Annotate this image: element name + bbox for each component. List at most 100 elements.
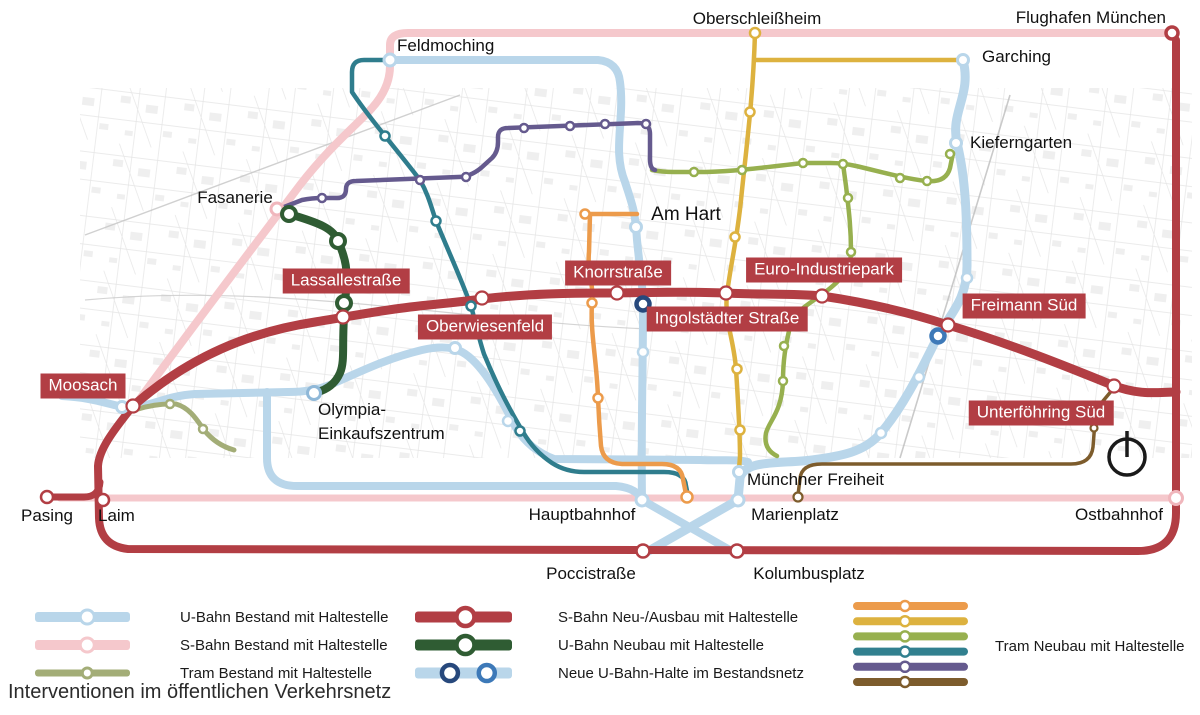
station-marker [636, 345, 650, 359]
station-marker [95, 492, 111, 508]
transit-line-u-bahn-bestand-u1-west [263, 388, 646, 504]
station-markers [39, 25, 1184, 559]
legend-swatch [35, 636, 130, 654]
station-marker [729, 543, 745, 559]
station-marker [460, 171, 472, 183]
legend-swatch [415, 605, 512, 629]
station-marker [960, 271, 974, 285]
station-marker [956, 53, 970, 67]
station-marker [929, 327, 947, 345]
station-marker [635, 543, 651, 559]
station-marker [730, 492, 746, 508]
legend-label-neue-u-bahn-halte-im-bestandsnetz: Neue U-Bahn-Halte im Bestandsnetz [558, 664, 804, 682]
station-marker [814, 288, 830, 304]
station-marker [197, 423, 209, 435]
station-marker [335, 309, 351, 325]
station-marker [306, 385, 322, 401]
station-marker [414, 174, 426, 186]
legend-label-u-bahn-bestand-mit-haltestelle: U-Bahn Bestand mit Haltestelle [180, 608, 389, 626]
legend-label-s-bahn-bestand-mit-haltestelle: S-Bahn Bestand mit Haltestelle [180, 636, 388, 654]
legend-label-tram-bestand-mit-haltestelle: Tram Bestand mit Haltestelle [180, 664, 373, 682]
legend-item: S-Bahn Neu-/Ausbau mit Haltestelle [415, 604, 798, 630]
legend-swatch [415, 662, 512, 684]
station-marker [940, 317, 956, 333]
station-marker [634, 492, 650, 508]
station-marker [842, 192, 854, 204]
station-marker [949, 136, 963, 150]
transit-line-s-bahn-neubau-ring [94, 36, 1180, 555]
legend-item: S-Bahn Bestand mit Haltestelle [35, 632, 388, 658]
station-marker [586, 297, 598, 309]
station-marker [731, 363, 743, 375]
legend-item: U-Bahn Bestand mit Haltestelle [35, 604, 388, 630]
legend-swatch-tram-colors [853, 599, 968, 689]
station-marker [448, 341, 462, 355]
station-marker [592, 392, 604, 404]
legend-item: Tram Bestand mit Haltestelle [35, 660, 372, 686]
transit-line-tram-bestand [135, 401, 237, 453]
station-marker [329, 232, 347, 250]
station-marker [1164, 25, 1180, 41]
legend-item: U-Bahn Neubau mit Haltestelle [415, 632, 764, 658]
legend-label-s-bahn-neu-ausbau-mit-haltestelle: S-Bahn Neu-/Ausbau mit Haltestelle [558, 608, 799, 626]
station-marker [845, 246, 857, 258]
station-marker [797, 157, 809, 169]
station-marker [501, 414, 515, 428]
page-title: Interventionen im öffentlichen Verkehrsn… [8, 681, 392, 703]
station-marker [736, 164, 748, 176]
station-marker [837, 158, 849, 170]
station-marker [1106, 378, 1122, 394]
legend-swatch [35, 666, 130, 680]
station-marker [465, 300, 477, 312]
station-marker [744, 106, 756, 118]
station-marker [335, 294, 353, 312]
station-marker [379, 130, 391, 142]
station-marker [874, 426, 888, 440]
station-marker [39, 489, 55, 505]
map-background [80, 88, 1192, 459]
station-marker [430, 215, 442, 227]
station-marker [748, 26, 762, 40]
station-marker [912, 370, 926, 384]
station-marker [1168, 490, 1184, 506]
station-marker [777, 375, 789, 387]
station-marker [734, 424, 746, 436]
station-marker [680, 490, 694, 504]
station-marker [634, 295, 652, 313]
station-marker [564, 120, 576, 132]
clock-icon [1107, 431, 1147, 477]
station-marker [280, 205, 298, 223]
transit-line-u-bahn-bestand-x [638, 496, 739, 557]
station-marker [729, 231, 741, 243]
station-marker [609, 285, 625, 301]
station-marker [629, 220, 643, 234]
station-marker [474, 290, 490, 306]
station-marker [1089, 423, 1099, 433]
transit-line-s-bahn-neubau-nord [128, 287, 1181, 411]
station-marker [514, 425, 526, 437]
legend-swatch [35, 608, 130, 626]
transit-line-u-bahn-bestand-u2 [386, 56, 647, 504]
station-marker [944, 148, 956, 160]
station-marker [732, 465, 746, 479]
station-marker [688, 166, 700, 178]
station-marker [921, 175, 933, 187]
transit-line-s-bahn-neubau-pasing [43, 478, 104, 501]
legend-label-tram-neubau-mit-haltestelle: Tram Neubau mit Haltestelle [995, 637, 1185, 655]
station-marker [792, 491, 804, 503]
legend-label-u-bahn-neubau-mit-haltestelle: U-Bahn Neubau mit Haltestelle [558, 636, 764, 654]
station-marker [164, 398, 176, 410]
station-marker [382, 52, 398, 68]
station-marker [579, 208, 591, 220]
legend-item-tram-neubau: Tram Neubau mit Haltestelle [853, 598, 1185, 694]
transit-line-s-bahn-bestand-s1 [130, 29, 1170, 411]
station-marker [778, 340, 790, 352]
legend-swatch [415, 633, 512, 657]
station-marker [599, 118, 611, 130]
station-marker [125, 398, 141, 414]
station-marker [316, 192, 328, 204]
legend-item: Neue U-Bahn-Halte im Bestandsnetz [415, 660, 804, 686]
